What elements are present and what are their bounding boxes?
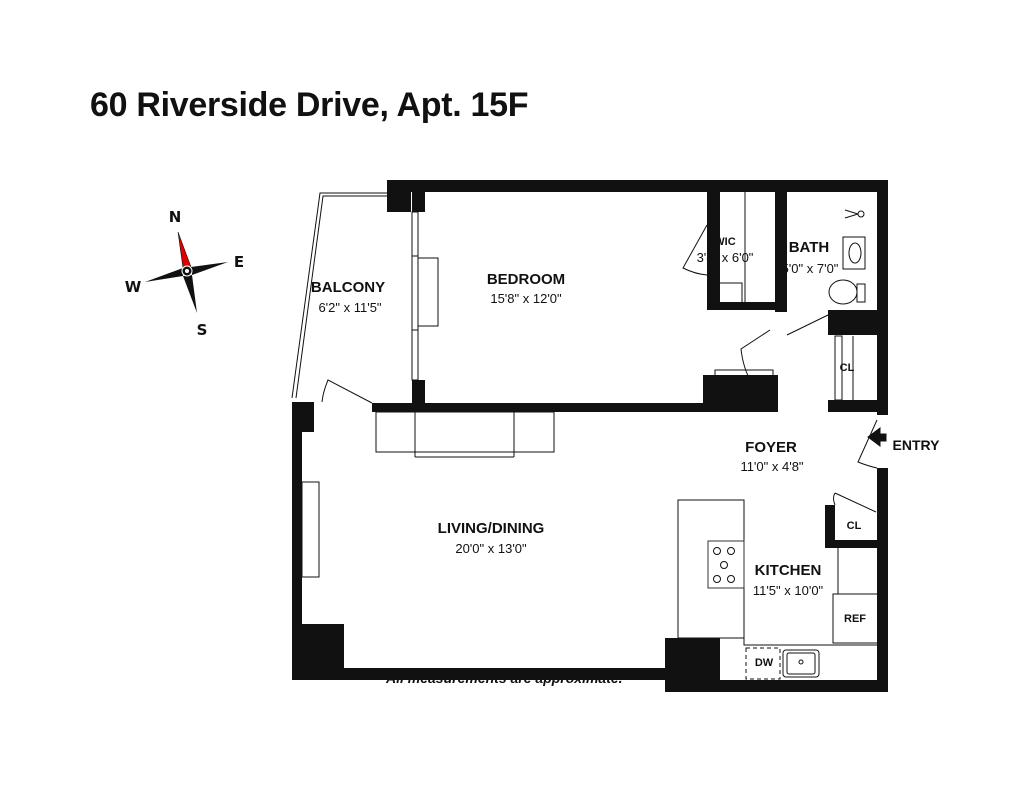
wic-label: WIC (714, 236, 735, 248)
living-dims: 20'0" x 13'0" (455, 541, 527, 556)
wic-dims: 3'8" x 6'0" (697, 250, 754, 265)
closet-upper-label: CL (840, 362, 855, 374)
foyer-dims: 11'0" x 4'8" (740, 459, 803, 474)
entry-label: ENTRY (893, 437, 941, 453)
compass-west: W (125, 278, 142, 296)
closet-lower-label: CL (847, 520, 862, 532)
balcony-label: BALCONY (311, 279, 385, 296)
bath-label: BATH (789, 239, 830, 256)
walls (292, 180, 888, 692)
bath-dims: 5'0" x 7'0" (782, 261, 839, 276)
compass-east: E (234, 253, 244, 271)
foyer-label: FOYER (745, 439, 797, 456)
kitchen-dims: 11'5" x 10'0" (753, 583, 824, 598)
kitchen-label: KITCHEN (755, 562, 822, 579)
doors-fixtures (321, 192, 887, 680)
page-title: 60 Riverside Drive, Apt. 15F (90, 86, 529, 124)
balcony-railing (291, 192, 388, 399)
disclaimer-note: All measurements are approximate. (385, 670, 623, 686)
dw-label: DW (755, 657, 774, 669)
bedroom-label: BEDROOM (487, 271, 565, 288)
compass-north: N (169, 208, 182, 226)
compass-icon: N E S W (125, 208, 244, 339)
bedroom-dims: 15'8" x 12'0" (490, 291, 562, 306)
living-label: LIVING/DINING (438, 520, 545, 537)
compass-south: S (197, 321, 208, 339)
balcony-dims: 6'2" x 11'5" (318, 300, 381, 315)
windows (292, 211, 439, 625)
ref-label: REF (844, 613, 866, 625)
